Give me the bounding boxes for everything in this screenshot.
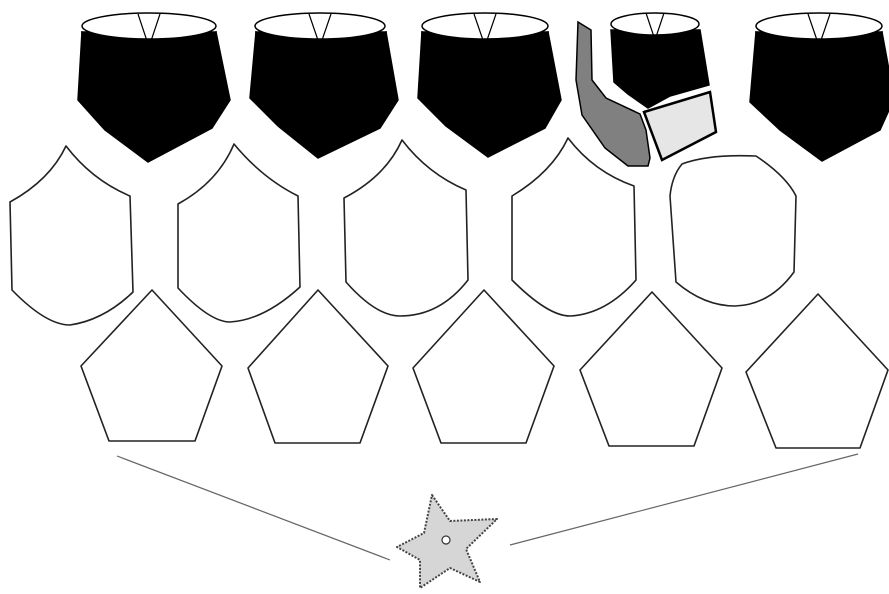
star-center-hole <box>442 536 450 544</box>
assembled-star <box>397 495 497 588</box>
cup-4-top <box>611 13 699 35</box>
outlined-panel-row <box>10 138 796 325</box>
black-cup-4-with-piece <box>576 13 716 166</box>
outlined-panel-4 <box>512 138 636 316</box>
black-cup-1 <box>78 13 230 162</box>
black-cup-3 <box>418 13 561 157</box>
black-cup-2 <box>250 13 398 158</box>
guide-line-left <box>117 456 390 560</box>
cup-1-top <box>82 13 216 39</box>
pentagon-3 <box>413 290 554 443</box>
outlined-panel-5 <box>670 156 796 306</box>
black-cup-row <box>78 13 889 166</box>
outlined-panel-3 <box>344 140 468 316</box>
converging-lines <box>117 454 858 560</box>
black-cup-5 <box>750 13 889 161</box>
pentagon-5 <box>746 294 888 448</box>
outlined-panel-1 <box>10 146 133 325</box>
cup-5-top <box>756 13 882 39</box>
cup-2-top <box>255 13 385 39</box>
pentagon-2 <box>248 290 388 443</box>
guide-line-right <box>510 454 858 545</box>
cup-3-top <box>422 13 548 39</box>
pentagon-4 <box>580 292 722 446</box>
pentagon-row <box>81 290 888 448</box>
outlined-panel-2 <box>178 144 300 322</box>
